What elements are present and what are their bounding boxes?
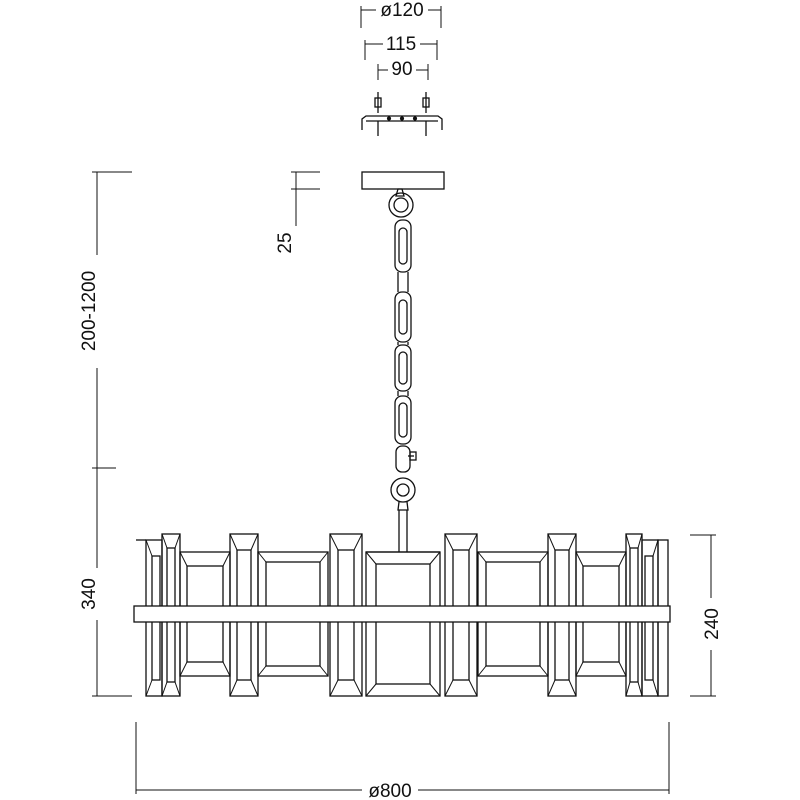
mount-holes-inner-label: 90 [391,59,412,80]
ceiling-canopy [361,171,445,190]
canopy-diameter-dimension: ø120 [360,0,442,28]
canopy-height-label: 25 [275,232,296,253]
canopy-height-dimension: 25 [275,171,320,254]
mounting-band [133,605,671,623]
chain-length-label: 200-1200 [79,271,100,351]
shade-height-label: 240 [702,608,723,640]
shade-diameter-label: ø800 [368,781,411,800]
crystal-panel-center [365,551,441,697]
hanging-chain [388,188,417,552]
body-drop-dimension: 340 [79,468,132,697]
mount-holes-inner-dimension: 90 [377,59,429,80]
shade-diameter-dimension: ø800 [135,722,670,800]
canopy-diameter-label: ø120 [380,0,423,21]
body-drop-label: 340 [79,578,100,610]
mounting-bracket [361,92,443,136]
mount-holes-outer-dimension: 115 [364,34,438,60]
mount-holes-outer-label: 115 [386,34,416,55]
crystal-shade [133,533,671,697]
chain-length-dimension: 200-1200 [79,171,132,469]
shade-height-dimension: 240 [690,534,723,697]
